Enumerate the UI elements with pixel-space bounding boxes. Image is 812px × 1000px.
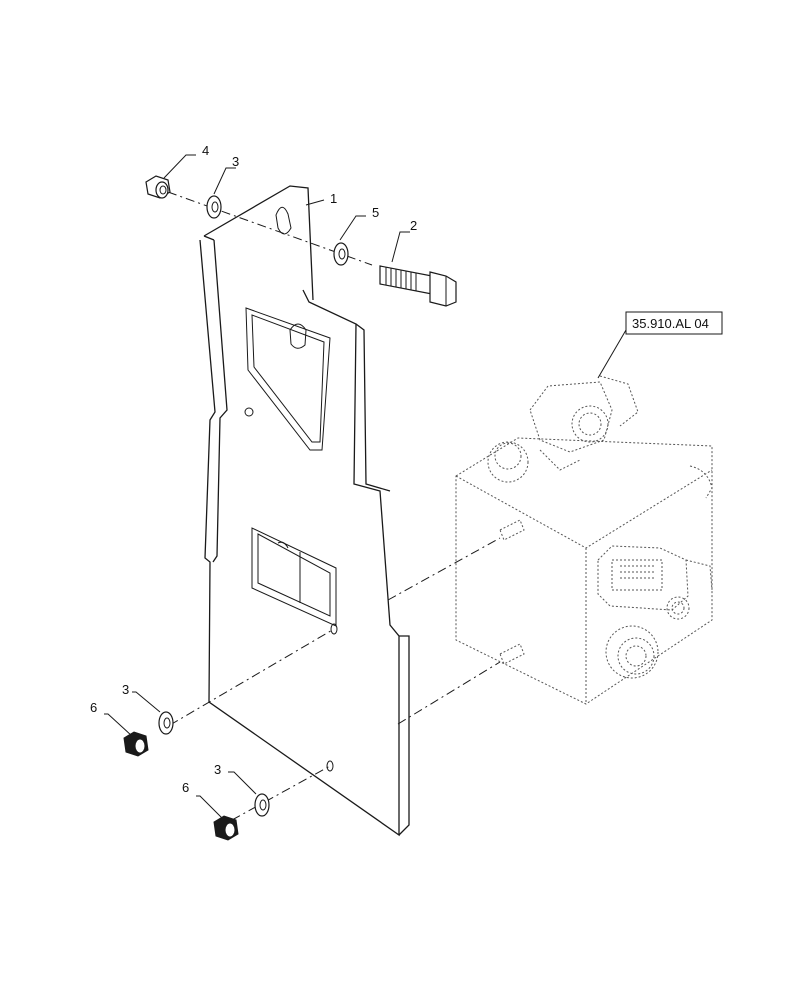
- valve-block-reference: [455, 375, 713, 705]
- callout-6-middle: 6: [90, 700, 97, 715]
- callouts: 1 2 3 4 5 3 3 6 6: [90, 143, 417, 819]
- assembly-centerlines: [167, 191, 501, 821]
- callout-6-bottom: 6: [182, 780, 189, 795]
- callout-3-top: 3: [232, 154, 239, 169]
- hex-bolt: [379, 265, 457, 307]
- washer-middle: [158, 711, 174, 735]
- reference-box: 35.910.AL 04: [597, 311, 723, 379]
- washer-bottom: [254, 793, 270, 817]
- callout-4: 4: [202, 143, 209, 158]
- flange-nut-bottom: [213, 815, 239, 841]
- flange-nut-middle: [123, 731, 149, 757]
- washer-top: [206, 195, 222, 219]
- callout-2: 2: [410, 218, 417, 233]
- reference-label: 35.910.AL 04: [632, 316, 709, 331]
- mounting-bracket: [199, 185, 410, 837]
- flange-nut-top: [145, 175, 171, 199]
- washer-item-5: [333, 242, 349, 266]
- callout-1: 1: [330, 191, 337, 206]
- callout-5: 5: [372, 205, 379, 220]
- callout-3-middle: 3: [122, 682, 129, 697]
- callout-3-bottom: 3: [214, 762, 221, 777]
